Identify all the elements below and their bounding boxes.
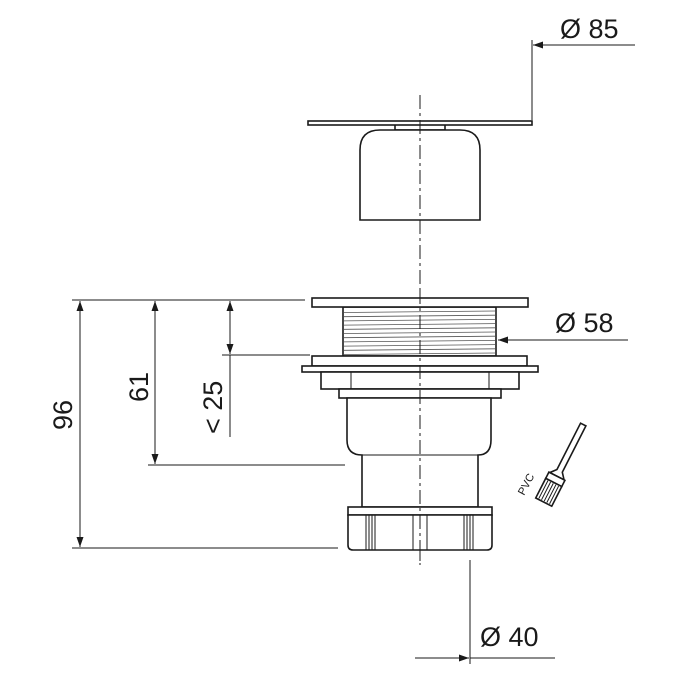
body-height-label: 61 xyxy=(124,372,154,402)
thread-diameter-label: Ø 58 xyxy=(555,308,614,338)
dimension-top-diameter: Ø 85 xyxy=(531,14,635,120)
thread-line xyxy=(343,335,496,339)
cap-part xyxy=(307,95,533,221)
dimension-total-height: 96 xyxy=(48,299,338,549)
dimension-body-height: 61 xyxy=(124,301,345,466)
pvc-glue-brush-icon xyxy=(534,422,587,508)
pvc-label: PVC xyxy=(516,472,537,498)
thread-line xyxy=(343,331,496,334)
total-height-label: 96 xyxy=(48,400,78,430)
max-thickness-label: < 25 xyxy=(198,381,228,434)
outlet-diameter-label: Ø 40 xyxy=(480,622,539,652)
thread-line xyxy=(343,310,496,313)
waste-body-part xyxy=(301,290,539,565)
dimension-max-thickness: < 25 xyxy=(198,301,310,437)
top-diameter-label: Ø 85 xyxy=(560,14,619,44)
dimension-outlet-diameter: Ø 40 xyxy=(415,560,555,664)
dimension-thread-diameter: Ø 58 xyxy=(498,308,628,344)
